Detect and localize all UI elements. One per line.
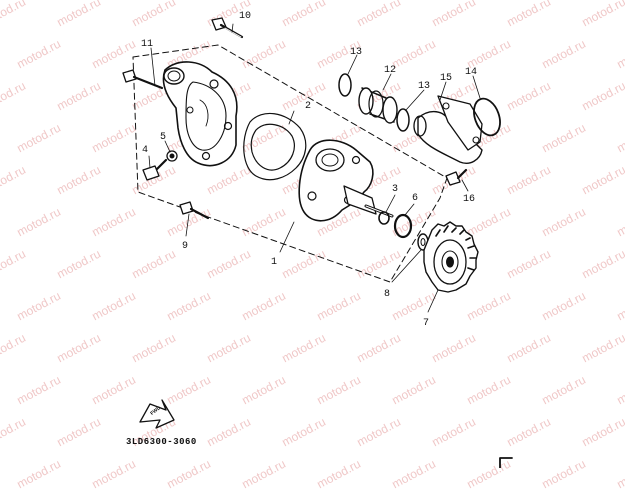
callout-13-left: 13: [350, 47, 362, 58]
part-13-o-ring-right: [396, 108, 410, 132]
callout-11: 11: [141, 39, 153, 50]
part-15-elbow-pipe: [413, 95, 483, 164]
callout-9: 9: [182, 241, 188, 252]
part-9-bolt: [179, 201, 210, 220]
assembly-boundary: [132, 44, 448, 283]
callout-3: 3: [392, 184, 398, 195]
callout-2: 2: [305, 101, 311, 112]
part-11-long-bolt: [122, 69, 164, 90]
callout-1: 1: [271, 257, 277, 268]
part-1-pump-body: [298, 139, 394, 222]
callout-8: 8: [384, 289, 390, 300]
diagram-code: 3LD6300-3060: [126, 437, 197, 447]
leader-lines: [148, 23, 481, 313]
part-3-small-ring: [378, 211, 390, 225]
callout-4: 4: [142, 145, 148, 156]
part-6-o-ring: [393, 213, 413, 239]
callout-labels: 10 11 5 4 9 2 1 3 6 8 7 13 12 13 15 14 1…: [141, 11, 477, 329]
part-pump-cover: [162, 61, 238, 167]
callout-5: 5: [160, 132, 166, 143]
corner-bracket-icon: [499, 457, 513, 468]
part-12-pipe: [358, 87, 398, 124]
part-14-o-ring: [473, 97, 501, 137]
part-10-bolt: [211, 17, 244, 39]
part-2-gasket: [243, 112, 307, 181]
forward-arrow-icon: [139, 399, 175, 429]
exploded-parts-diagram: 10 11 5 4 9 2 1 3 6 8 7 13 12 13 15 14 1…: [122, 11, 513, 468]
part-4-screw: [142, 158, 168, 181]
callout-16: 16: [463, 194, 475, 205]
callout-13-right: 13: [418, 81, 430, 92]
callout-6: 6: [412, 193, 418, 204]
callout-7: 7: [423, 318, 429, 329]
callout-14: 14: [465, 67, 477, 78]
part-16-bolt: [445, 168, 468, 186]
part-5-washer: [166, 150, 178, 162]
callout-12: 12: [384, 65, 396, 76]
part-13-o-ring-left: [338, 73, 352, 97]
callout-15: 15: [440, 73, 452, 84]
callout-10: 10: [239, 11, 251, 22]
part-7-gear: [423, 221, 479, 293]
